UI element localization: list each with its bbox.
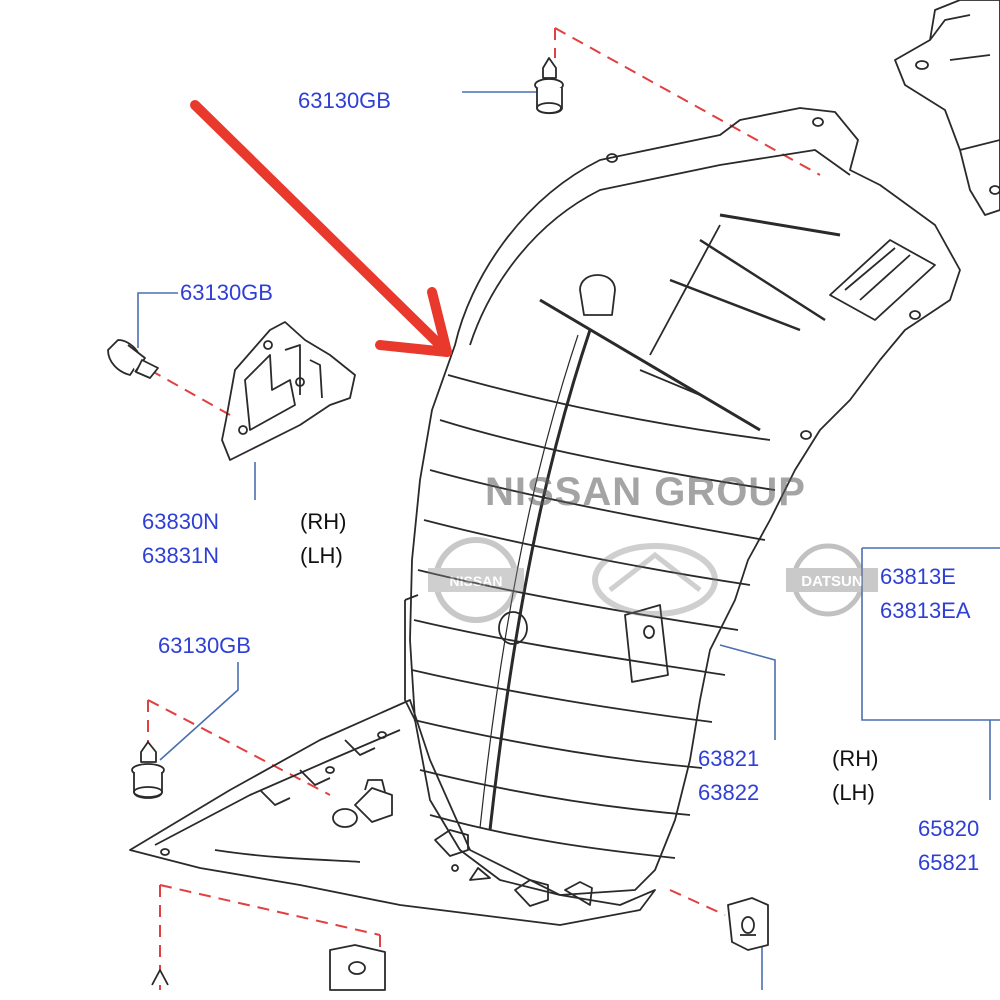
label-part-b: 65821	[918, 850, 980, 875]
nissan-logo-text: NISSAN	[450, 573, 503, 589]
label-part-a: 65820	[918, 816, 980, 841]
leader-lines	[137, 91, 1000, 990]
label-liner-rh-side: (RH)	[832, 746, 879, 771]
under-cover	[129, 699, 656, 926]
label-protector-b: 63813EA	[880, 598, 971, 623]
watermark-text: NISSAN GROUP	[485, 470, 806, 514]
label-clip-bottom: 63130GB	[158, 633, 251, 658]
label-bracket-lh: 63831N	[142, 543, 220, 568]
infiniti-logo	[592, 543, 718, 617]
clip-fastener-top	[534, 57, 564, 115]
clip-fastener-left	[107, 339, 159, 379]
splash-bracket	[221, 321, 356, 461]
label-liner-lh: 63822	[698, 780, 760, 805]
red-arrow-icon	[190, 100, 452, 357]
label-bracket-rh-side: (RH)	[300, 509, 347, 534]
lower-clip	[151, 944, 386, 991]
upper-bracket-part	[894, 0, 1000, 216]
nut-clip	[727, 897, 769, 951]
label-protector-a: 63813E	[880, 564, 956, 589]
label-bracket-rh: 63830N	[142, 509, 220, 534]
label-clip-top: 63130GB	[298, 88, 391, 113]
datsun-logo: DATSUN	[786, 543, 878, 617]
fender-liner	[404, 107, 961, 896]
clip-fastener-bottom	[131, 741, 165, 799]
label-liner-lh-side: (LH)	[832, 780, 875, 805]
label-liner-rh: 63821	[698, 746, 760, 771]
label-bracket-lh-side: (LH)	[300, 543, 343, 568]
label-clip-left: 63130GB	[180, 280, 273, 305]
nissan-logo: NISSAN	[428, 537, 524, 623]
datsun-logo-text: DATSUN	[801, 573, 862, 590]
